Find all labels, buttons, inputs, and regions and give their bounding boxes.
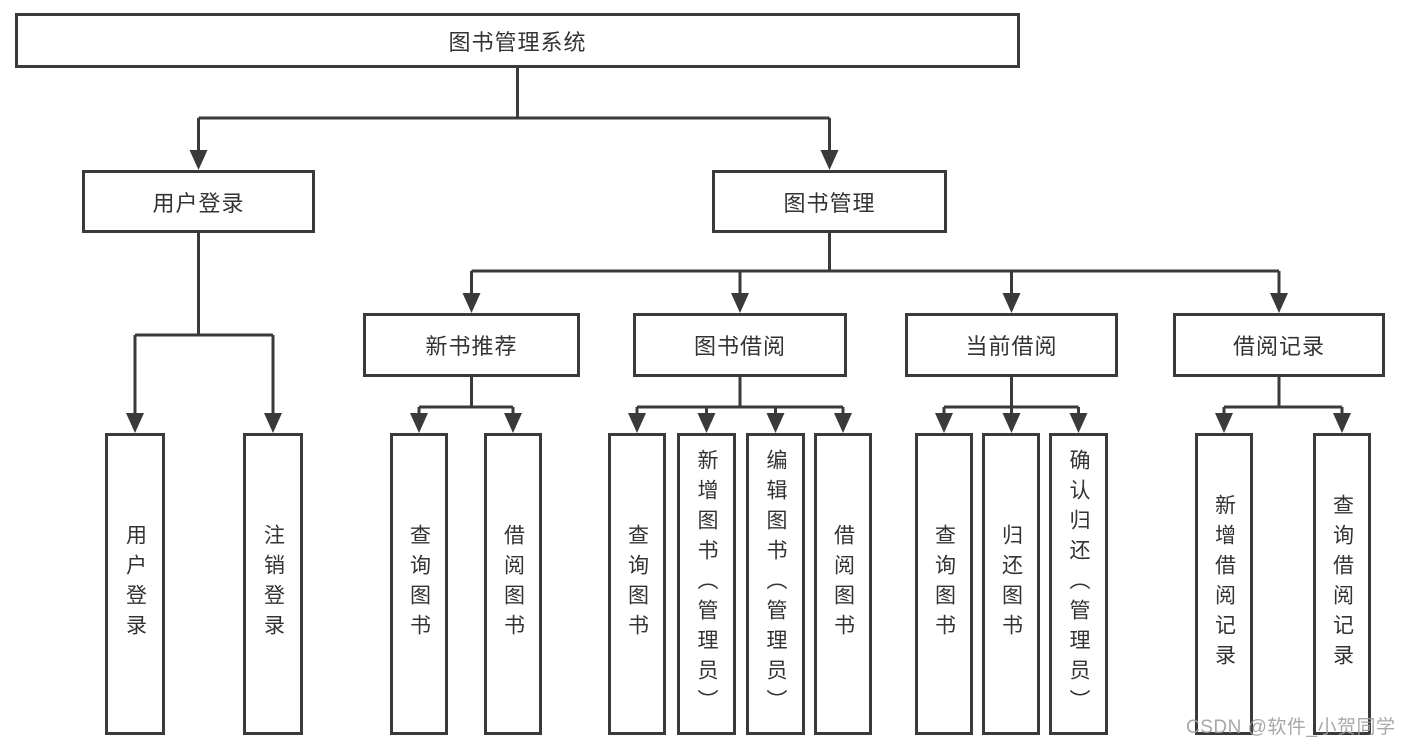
leaf-label: 归还图书 [999,524,1023,644]
leaf-label: 新增借阅记录 [1212,494,1236,674]
leaf-label: 借阅图书 [501,524,525,644]
leaf-label: 查询图书 [407,524,431,644]
leaf-label: 借阅图书 [831,524,855,644]
leaf-query-books-borrow: 查询图书 [608,433,666,735]
node-user-login: 用户登录 [82,170,315,233]
node-label: 图书借阅 [693,334,786,359]
node-label: 图书管理 [783,190,876,216]
node-label: 新书推荐 [425,334,518,359]
leaf-borrow-books: 借阅图书 [814,433,872,735]
leaf-label: 查询图书 [932,524,956,644]
arrowheads [126,150,1351,433]
leaf-label: 编辑图书（管理员） [764,449,787,719]
leaf-edit-books-admin: 编辑图书（管理员） [746,433,805,735]
leaf-label: 查询借阅记录 [1330,494,1354,674]
leaf-borrow-books-recommend: 借阅图书 [484,433,542,735]
node-label: 图书管理系统 [448,29,587,55]
leaf-query-books-recommend: 查询图书 [390,433,448,735]
node-new-book-recommendation: 新书推荐 [363,313,580,377]
leaf-label: 查询图书 [625,524,649,644]
leaf-label: 确认归还（管理员） [1067,449,1090,719]
leaf-add-borrow-record: 新增借阅记录 [1195,433,1253,735]
leaf-logout: 注销登录 [243,433,303,735]
csdn-watermark: CSDN @软件_小贺同学 [1186,717,1396,738]
node-label: 当前借阅 [965,334,1058,359]
leaf-user-login: 用户登录 [105,433,165,735]
node-current-borrowing: 当前借阅 [905,313,1118,377]
leaf-add-books-admin: 新增图书（管理员） [677,433,736,735]
leaf-label: 注销登录 [261,524,285,644]
leaf-label: 用户登录 [123,524,147,644]
node-label: 用户登录 [152,190,245,216]
leaf-label: 新增图书（管理员） [695,449,718,719]
leaf-query-borrow-record: 查询借阅记录 [1313,433,1371,735]
node-borrowing-records: 借阅记录 [1173,313,1385,377]
node-book-management-system: 图书管理系统 [15,13,1020,68]
leaf-return-books: 归还图书 [982,433,1040,735]
leaf-query-books-current: 查询图书 [915,433,973,735]
node-book-borrowing: 图书借阅 [633,313,847,377]
node-label: 借阅记录 [1232,334,1325,359]
leaf-confirm-return-admin: 确认归还（管理员） [1049,433,1108,735]
node-book-management: 图书管理 [712,170,947,233]
